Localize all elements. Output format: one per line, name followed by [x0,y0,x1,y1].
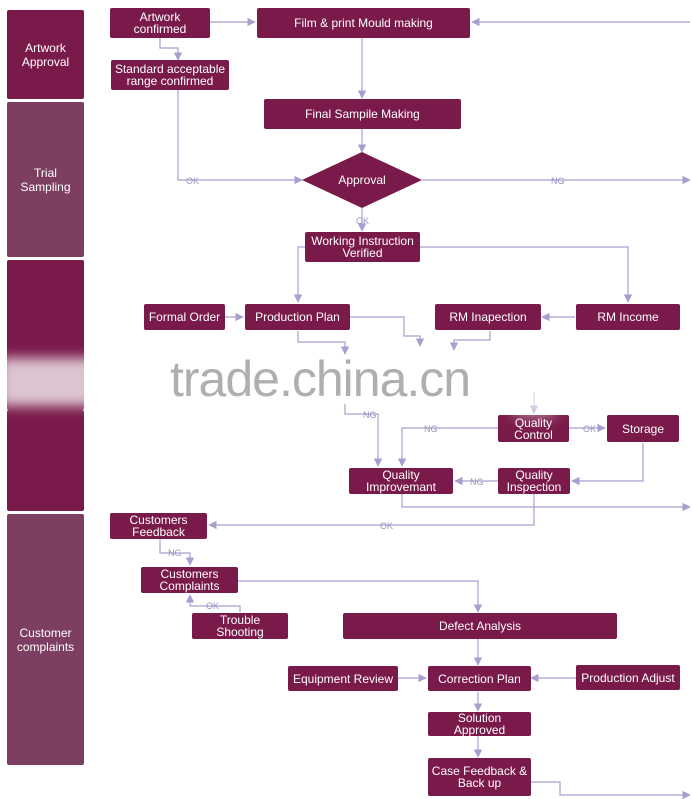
edge-label: NG [424,424,438,434]
node-quality-inspection[interactable]: Quality Inspection [498,468,570,494]
node-customers-feedback[interactable]: Customers Feedback [110,513,207,539]
lane-quality [7,410,84,511]
edge-trouble-complaints [185,594,241,612]
node-working-instruction[interactable]: Working Instruction Verified [305,232,420,262]
node-trouble-shooting[interactable]: Trouble Shooting [192,613,288,639]
edge-artwork-standard [159,38,183,61]
edge-label: NG [363,410,377,420]
node-film-mould[interactable]: Film & print Mould making [257,8,470,38]
lane-label: Artwork Approval [21,40,70,69]
edge-label: OK [583,424,596,434]
node-case-feedback[interactable]: Case Feedback & Back up [428,758,531,796]
node-storage[interactable]: Storage [607,415,679,442]
edge-label: OK [186,176,199,186]
edge-working-rmincome [420,246,633,303]
node-defect-analysis[interactable]: Defect Analysis [343,613,617,639]
watermark: trade.china.cn [170,351,471,407]
edge-rminspection-down [449,331,491,351]
node-production-adjust[interactable]: Production Adjust [576,665,680,690]
edge-working-plan [293,246,305,303]
edge-label: NG [470,477,484,487]
node-final-sample[interactable]: Final Sampile Making [264,99,461,129]
lane-label: Trial Sampling [20,165,71,194]
approval-label: Approval [338,173,386,187]
node-rm-income[interactable]: RM Income [576,304,680,330]
edge-case-out [531,781,691,799]
edge-ng-improvement [344,404,383,467]
node-solution-approved[interactable]: Solution Approved [428,712,531,736]
node-quality-control[interactable]: Quality Control [498,415,569,442]
edge-storage-inspection [571,443,644,486]
edge-feedback-complaints [159,539,195,566]
edge-label: NG [551,176,565,186]
edge-release [401,494,691,512]
edge-qc-ng [397,427,498,467]
edge-complaints-defect [238,580,483,613]
watermark-glow [515,375,555,415]
lane-trial-sampling: Trial Sampling [7,102,84,257]
lane-customer-complaints: Customer complaints [7,514,84,765]
edge-standard-approval [177,90,303,185]
node-production-plan[interactable]: Production Plan [245,304,350,330]
edge-plan-down [297,331,350,355]
approval-diamond [302,152,422,208]
edge-ok-feedback [208,507,535,530]
watermark-glow [0,358,95,406]
edge-label: OK [380,521,393,531]
node-customers-complaints[interactable]: Customers Complaints [141,567,238,593]
node-correction-plan[interactable]: Correction Plan [428,666,531,691]
edge-label: OK [206,601,219,611]
node-formal-order[interactable]: Formal Order [144,304,225,330]
node-rm-inspection[interactable]: RM Inapection [435,304,541,330]
node-equipment-review[interactable]: Equipment Review [288,666,398,691]
node-artwork-confirmed[interactable]: Artwork confirmed [110,8,210,38]
edge-label: OK [356,216,369,226]
node-quality-improvement[interactable]: Quality Improvemant [349,468,453,494]
edge-plan-right [350,316,425,347]
edge-label: NG [168,548,182,558]
node-standard-range[interactable]: Standard acceptable range confirmed [111,60,229,90]
lane-label: Customer complaints [16,625,75,654]
lane-artwork-approval: Artwork Approval [7,10,84,99]
